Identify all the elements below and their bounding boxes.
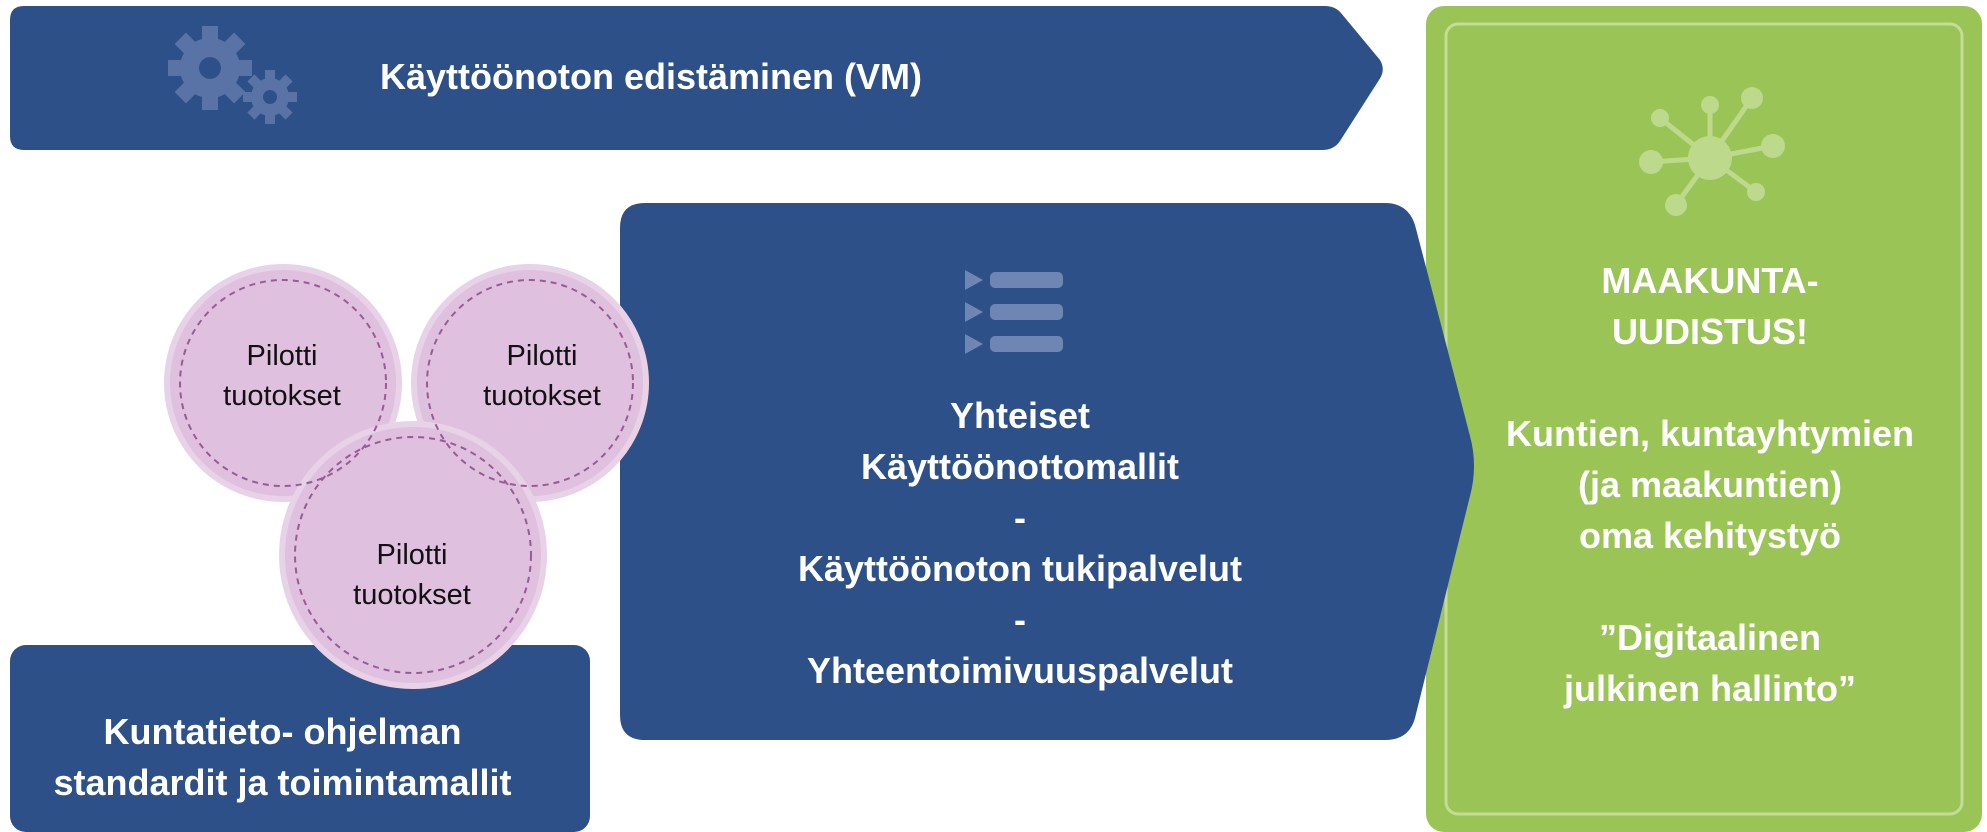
center-arrow-block	[620, 203, 1474, 740]
network-icon	[1639, 87, 1785, 216]
center-line-3: -	[1014, 497, 1026, 538]
green-heading-line-1: MAAKUNTA-	[1601, 260, 1819, 301]
top-banner-arrow	[10, 6, 1383, 150]
list-icon	[965, 270, 1063, 354]
green-quote-line-2: julkinen hallinto”	[1563, 668, 1856, 709]
green-panel-text: MAAKUNTA- UUDISTUS! Kuntien, kuntayhtymi…	[1460, 255, 1960, 714]
center-line-2: Käyttöönottomallit	[861, 446, 1179, 487]
pilot-label-left-line1: Pilotti	[246, 340, 318, 372]
pilot-circle-bottom-dashed	[294, 436, 532, 674]
pilot-label-right: Pilotti tuotokset	[442, 336, 642, 416]
pilot-label-right-line1: Pilotti	[506, 340, 578, 372]
pilot-circle-left-dashed	[179, 279, 387, 487]
center-line-1: Yhteiset	[949, 395, 1091, 436]
center-block-text: Yhteiset Käyttöönottomallit - Käyttöönot…	[620, 390, 1420, 696]
pilot-label-bottom-line1: Pilotti	[376, 539, 448, 571]
center-line-4: Käyttöönoton tukipalvelut	[798, 548, 1242, 589]
green-body-line-3: oma kehitystyö	[1578, 515, 1842, 556]
center-line-5: -	[1014, 599, 1026, 640]
green-quote-line-1: ”Digitaalinen	[1598, 617, 1822, 658]
pilot-label-bottom-line2: tuotokset	[353, 579, 471, 611]
bottom-block	[10, 645, 590, 832]
bottom-line-1: Kuntatieto- ohjelman	[103, 711, 462, 752]
green-heading-line-2: UUDISTUS!	[1612, 311, 1808, 352]
green-panel	[1426, 6, 1982, 832]
bottom-block-text: Kuntatieto- ohjelman standardit ja toimi…	[10, 706, 555, 808]
pilot-label-bottom: Pilotti tuotokset	[312, 535, 512, 615]
bottom-line-2: standardit ja toimintamallit	[53, 762, 512, 803]
pilot-circle-left	[164, 264, 402, 502]
top-banner-title: Käyttöönoton edistäminen (VM)	[380, 56, 922, 97]
green-body-line-1: Kuntien, kuntayhtymien	[1505, 413, 1915, 454]
pilot-label-left: Pilotti tuotokset	[182, 336, 382, 416]
pilot-label-left-line2: tuotokset	[223, 380, 341, 412]
pilot-circle-right-dashed	[426, 279, 634, 487]
green-body-line-2: (ja maakuntien)	[1577, 464, 1843, 505]
pilot-label-right-line2: tuotokset	[483, 380, 601, 412]
center-line-6: Yhteentoimivuuspalvelut	[806, 650, 1234, 691]
pilot-circle-bottom	[279, 421, 547, 689]
